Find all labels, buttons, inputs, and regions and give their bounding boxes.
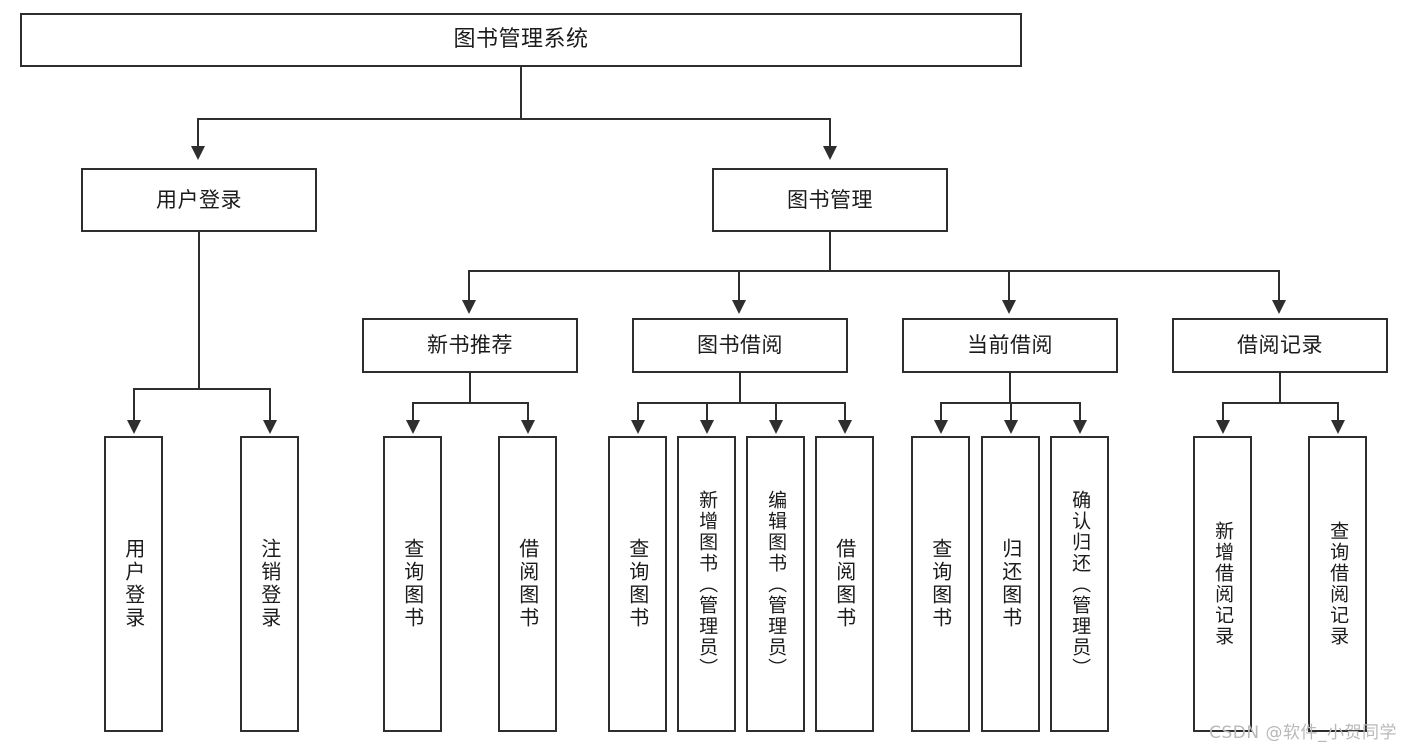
- node-user-login[interactable]: 用户登录: [81, 168, 317, 232]
- connector-to-borrow-record: [1278, 270, 1280, 300]
- connector-bb-drop-2: [706, 402, 708, 420]
- leaf-cb-query-books[interactable]: 查询图书: [911, 436, 970, 732]
- connector-to-book-management: [829, 118, 831, 146]
- node-label: 查询图书: [400, 538, 425, 630]
- connector-br-drop-2: [1337, 402, 1339, 420]
- connector-to-user-login: [197, 118, 199, 146]
- connector-book-borrow-stem: [739, 373, 741, 403]
- connector-bb-drop-3: [775, 402, 777, 420]
- node-label: 借阅记录: [1237, 333, 1323, 358]
- connector-to-current-borrow: [1008, 270, 1010, 300]
- leaf-user-login[interactable]: 用户登录: [104, 436, 163, 732]
- node-current-borrow[interactable]: 当前借阅: [902, 318, 1118, 373]
- connector-level3-bus: [468, 270, 1280, 272]
- connector-user-login-drop-1: [133, 388, 135, 420]
- connector-to-book-borrow: [738, 270, 740, 300]
- arrow-nbr-leaf-1: [406, 420, 420, 434]
- connector-new-book-recommend-stem: [469, 373, 471, 403]
- connector-bb-drop-1: [637, 402, 639, 420]
- arrow-to-user-login: [191, 146, 205, 160]
- connector-borrow-record-stem: [1279, 373, 1281, 403]
- arrow-cb-leaf-1: [934, 420, 948, 434]
- leaf-cb-confirm-return-admin[interactable]: 确认归还（管理员）: [1050, 436, 1109, 732]
- connector-nbr-drop-1: [412, 402, 414, 420]
- node-label: 用户登录: [121, 538, 146, 630]
- connector-cb-drop-3: [1079, 402, 1081, 420]
- node-label: 查询借阅记录: [1327, 521, 1350, 647]
- leaf-user-logout[interactable]: 注销登录: [240, 436, 299, 732]
- arrow-br-leaf-2: [1331, 420, 1345, 434]
- arrow-to-borrow-record: [1272, 300, 1286, 314]
- node-label: 图书借阅: [697, 333, 783, 358]
- connector-bb-drop-4: [844, 402, 846, 420]
- connector-borrow-record-bus: [1222, 402, 1339, 404]
- watermark-text: CSDN @软件_小贺同学: [1209, 723, 1397, 743]
- leaf-bb-query-books[interactable]: 查询图书: [608, 436, 667, 732]
- node-borrow-record[interactable]: 借阅记录: [1172, 318, 1388, 373]
- arrow-bb-leaf-1: [631, 420, 645, 434]
- node-label: 确认归还（管理员）: [1069, 489, 1092, 679]
- arrow-cb-leaf-3: [1073, 420, 1087, 434]
- node-label: 查询图书: [928, 538, 953, 630]
- arrow-to-current-borrow: [1002, 300, 1016, 314]
- node-label: 新书推荐: [427, 333, 513, 358]
- node-label: 借阅图书: [515, 538, 540, 630]
- arrow-bb-leaf-3: [769, 420, 783, 434]
- node-label: 归还图书: [998, 538, 1023, 630]
- leaf-nbr-borrow-books[interactable]: 借阅图书: [498, 436, 557, 732]
- node-book-management[interactable]: 图书管理: [712, 168, 948, 232]
- connector-br-drop-1: [1222, 402, 1224, 420]
- node-book-borrow[interactable]: 图书借阅: [632, 318, 848, 373]
- arrow-to-new-book-recommend: [462, 300, 476, 314]
- connector-book-management-stem: [829, 232, 831, 271]
- connector-new-book-recommend-bus: [412, 402, 529, 404]
- node-label: 用户登录: [156, 187, 242, 212]
- node-label: 查询图书: [625, 538, 650, 630]
- connector-cb-drop-1: [940, 402, 942, 420]
- leaf-br-query-record[interactable]: 查询借阅记录: [1308, 436, 1367, 732]
- leaf-cb-return-books[interactable]: 归还图书: [981, 436, 1040, 732]
- node-label: 新增借阅记录: [1212, 521, 1235, 647]
- arrow-cb-leaf-2: [1004, 420, 1018, 434]
- arrow-user-login-leaf-1: [127, 420, 141, 434]
- leaf-bb-borrow-books[interactable]: 借阅图书: [815, 436, 874, 732]
- connector-current-borrow-stem: [1009, 373, 1011, 403]
- connector-user-login-drop-2: [269, 388, 271, 420]
- arrow-user-login-leaf-2: [263, 420, 277, 434]
- node-label: 编辑图书（管理员）: [765, 489, 788, 679]
- connector-book-borrow-bus: [637, 402, 844, 404]
- arrow-bb-leaf-4: [838, 420, 852, 434]
- node-label: 当前借阅: [967, 333, 1053, 358]
- node-label: 图书管理: [787, 187, 873, 212]
- leaf-br-add-record[interactable]: 新增借阅记录: [1193, 436, 1252, 732]
- leaf-bb-add-book-admin[interactable]: 新增图书（管理员）: [677, 436, 736, 732]
- arrow-br-leaf-1: [1216, 420, 1230, 434]
- leaf-bb-edit-book-admin[interactable]: 编辑图书（管理员）: [746, 436, 805, 732]
- node-label: 借阅图书: [832, 538, 857, 630]
- node-new-book-recommend[interactable]: 新书推荐: [362, 318, 578, 373]
- arrow-to-book-borrow: [732, 300, 746, 314]
- connector-nbr-drop-2: [527, 402, 529, 420]
- arrow-bb-leaf-2: [700, 420, 714, 434]
- connector-user-login-stem: [198, 232, 200, 389]
- node-label: 图书管理系统: [453, 27, 589, 53]
- connector-level1-bus: [197, 118, 831, 120]
- arrow-to-book-management: [823, 146, 837, 160]
- leaf-nbr-query-books[interactable]: 查询图书: [383, 436, 442, 732]
- connector-user-login-bus: [133, 388, 271, 390]
- connector-root-stem: [520, 67, 522, 119]
- connector-to-new-book-recommend: [468, 270, 470, 300]
- connector-cb-drop-2: [1010, 402, 1012, 420]
- node-label: 注销登录: [257, 538, 282, 630]
- node-label: 新增图书（管理员）: [696, 489, 719, 679]
- node-root-library-system[interactable]: 图书管理系统: [20, 13, 1022, 67]
- arrow-nbr-leaf-2: [521, 420, 535, 434]
